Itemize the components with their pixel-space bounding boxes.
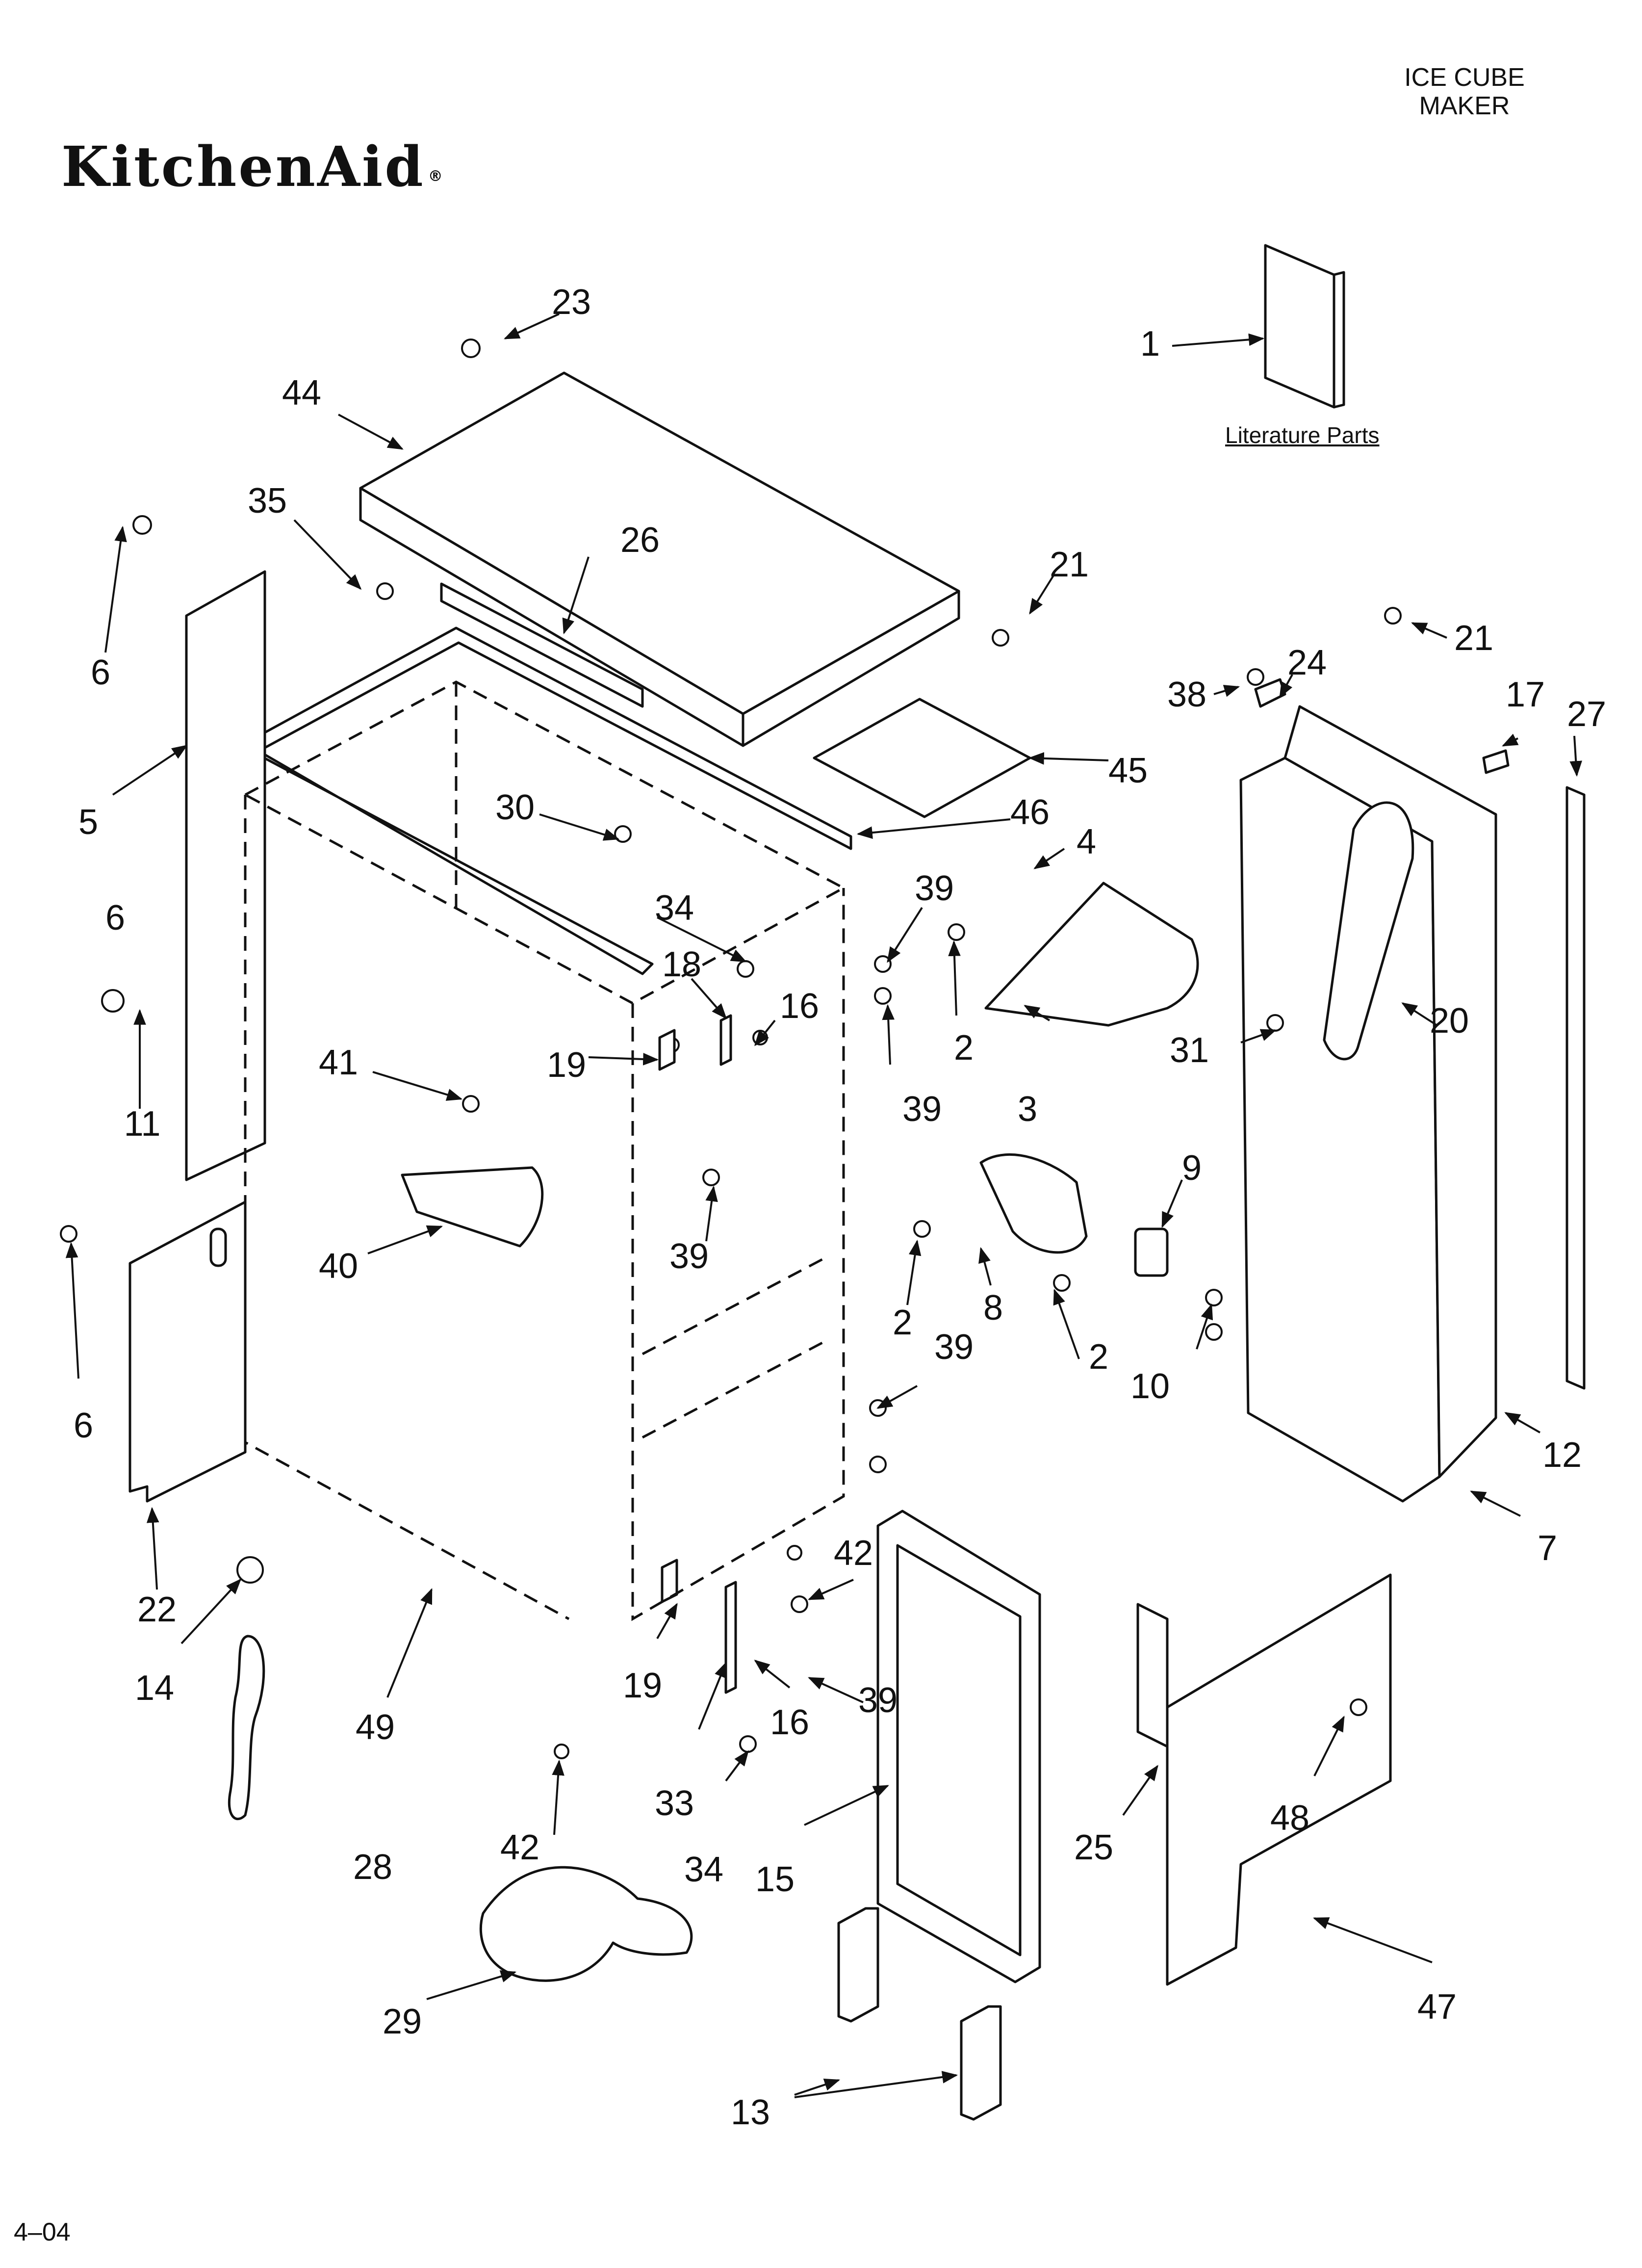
motor-housing-part [979,1153,1088,1254]
switch-bracket-part [1134,1227,1169,1277]
callout-5: 5 [78,803,98,842]
cabinet-outline-part [242,680,847,1621]
callout-2: 2 [1089,1337,1108,1377]
callout-13: 13 [731,2093,770,2132]
callout-39: 39 [934,1328,974,1367]
callout-6: 6 [74,1406,93,1445]
callout-22: 22 [137,1590,177,1629]
callout-9: 9 [1182,1148,1202,1188]
callout-21: 21 [1050,545,1089,584]
callout-6: 6 [91,653,110,692]
callout-38: 38 [1167,675,1206,714]
hinge-cover-right-part [960,2005,1002,2121]
callout-41: 41 [319,1043,358,1082]
callout-12: 12 [1542,1435,1582,1475]
rear-lower-panel-part [128,1200,247,1503]
callout-6: 6 [105,898,125,938]
callout-7: 7 [1538,1529,1557,1568]
model-title-line-2: MAKER [1419,92,1510,120]
callout-2: 2 [954,1028,974,1068]
callout-30: 30 [495,788,535,827]
revision-date: 4–04 [14,2218,71,2246]
callout-16: 16 [780,987,819,1026]
left-side-panel-part [185,570,266,1181]
kickplate-bracket-part [1136,1603,1169,1748]
callout-21: 21 [1454,619,1493,658]
callout-39: 39 [669,1237,709,1276]
callout-20: 20 [1430,1001,1469,1041]
callout-10: 10 [1130,1367,1170,1406]
callout-34: 34 [684,1850,723,1889]
callout-46: 46 [1010,793,1050,832]
literature-booklet-part [1264,244,1345,409]
callout-25: 25 [1074,1828,1113,1867]
hinge-bracket-part [719,1014,732,1066]
callout-2: 2 [893,1303,912,1342]
cabinet-trim-frame-part [244,626,852,975]
callout-4: 4 [1077,822,1096,861]
callout-49: 49 [356,1708,395,1747]
callout-18: 18 [662,945,701,984]
callout-33: 33 [655,1784,694,1823]
ice-chute-part [984,882,1199,1027]
callout-39: 39 [915,869,954,908]
callout-26: 26 [620,521,660,560]
callout-31: 31 [1170,1031,1209,1070]
callout-16: 16 [770,1703,809,1742]
callout-15: 15 [755,1860,795,1899]
callout-19: 19 [547,1045,586,1085]
literature-parts-caption: Literature Parts [1225,422,1380,448]
door-handle-part [1323,801,1414,1061]
callout-45: 45 [1108,751,1148,790]
kickplate-grille-part [1166,1573,1392,1986]
callout-48: 48 [1270,1799,1309,1838]
drain-tube-part [228,1635,265,1821]
callout-34: 34 [655,888,694,928]
callout-35: 35 [248,481,287,521]
callout-8: 8 [983,1288,1003,1328]
callout-24: 24 [1287,643,1327,682]
callout-42: 42 [500,1828,539,1867]
callout-47: 47 [1417,1987,1457,2027]
callout-29: 29 [383,2002,422,2041]
gasket-strip-part [1565,786,1586,1390]
callout-3: 3 [1018,1090,1037,1129]
callout-17: 17 [1506,675,1545,714]
callout-14: 14 [135,1668,174,1708]
callout-42: 42 [834,1534,873,1573]
callout-28: 28 [353,1848,392,1887]
front-brace-strip-part [440,582,644,708]
callout-40: 40 [319,1247,358,1286]
callout-1: 1 [1140,324,1160,364]
callout-11: 11 [124,1104,161,1144]
brand-logo: KitchenAid® [61,135,445,199]
callout-27: 27 [1567,695,1606,734]
insulation-pad-part [813,698,1031,818]
callout-39: 39 [858,1681,898,1720]
callout-44: 44 [282,373,321,413]
callout-23: 23 [552,283,591,322]
model-title-line-1: ICE CUBE [1404,63,1525,92]
callout-39: 39 [902,1090,942,1129]
callout-19: 19 [623,1666,662,1705]
hinge-cover-left-part [837,1907,879,2023]
top-cover-panel-part [359,371,960,747]
drain-pan-part [479,1866,693,1982]
drain-duct-part [401,1166,544,1248]
